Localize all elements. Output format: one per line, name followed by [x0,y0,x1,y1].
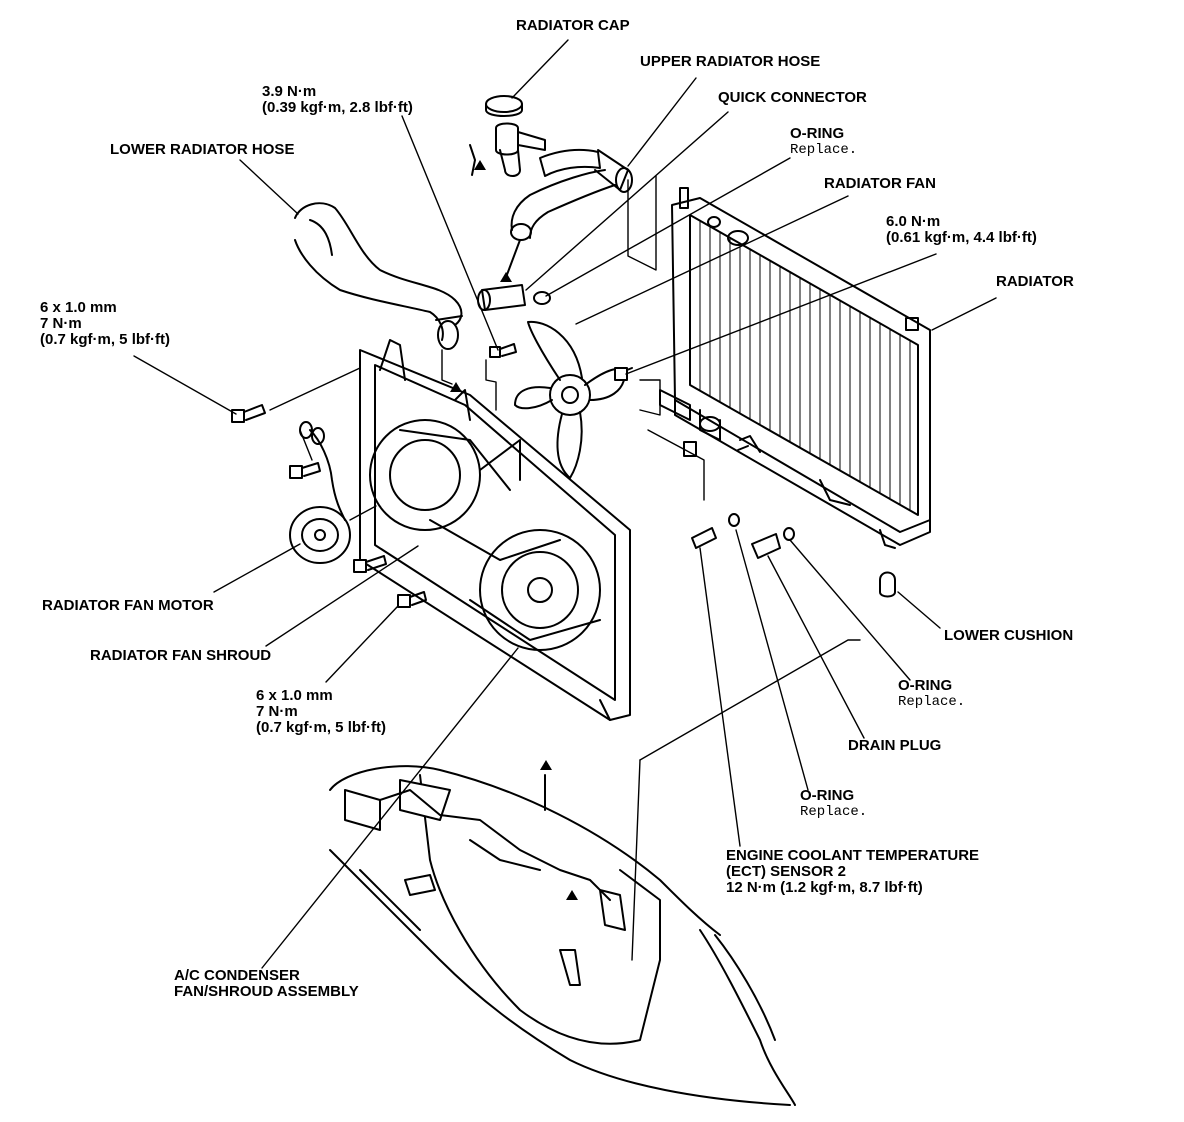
label-lower-cushion: LOWER CUSHION [944,627,1074,644]
leader-lines [133,39,997,969]
fan-motor-drawing [289,421,351,564]
label-quick-connector: QUICK CONNECTOR [718,89,867,106]
label-upper-radiator-hose: UPPER RADIATOR HOSE [640,53,821,70]
radiator-cap-drawing [469,95,546,177]
quick-connector-drawing [477,284,551,311]
flow-arrows [450,160,578,900]
label-radiator: RADIATOR [996,273,1074,290]
label-drain-plug: DRAIN PLUG [848,737,942,754]
radiator-fan-drawing [514,320,626,479]
label-ect-sensor: ENGINE COOLANT TEMPERATURE(ECT) SENSOR 2… [726,847,980,896]
label-radiator-fan: RADIATOR FAN [824,175,936,192]
label-radiator-fan-shroud: RADIATOR FAN SHROUD [90,647,272,664]
label-radiator-fan-motor: RADIATOR FAN MOTOR [42,597,214,614]
upper-hose-drawing [504,149,633,281]
drain-plug-sensor-drawing [691,445,795,559]
fan-shroud-drawing [359,339,631,721]
radiator-drawing [659,187,931,598]
vehicle-front-drawing [329,765,796,1106]
label-torque-radiator: 6.0 N·m(0.61 kgf·m, 4.4 lbf·ft) [886,213,1037,246]
lower-hose-drawing [294,202,463,350]
label-torque-hose-clamp: 3.9 N·m(0.39 kgf·m, 2.8 lbf·ft) [262,83,413,116]
label-radiator-cap: RADIATOR CAP [516,17,630,34]
label-lower-radiator-hose: LOWER RADIATOR HOSE [110,141,295,158]
